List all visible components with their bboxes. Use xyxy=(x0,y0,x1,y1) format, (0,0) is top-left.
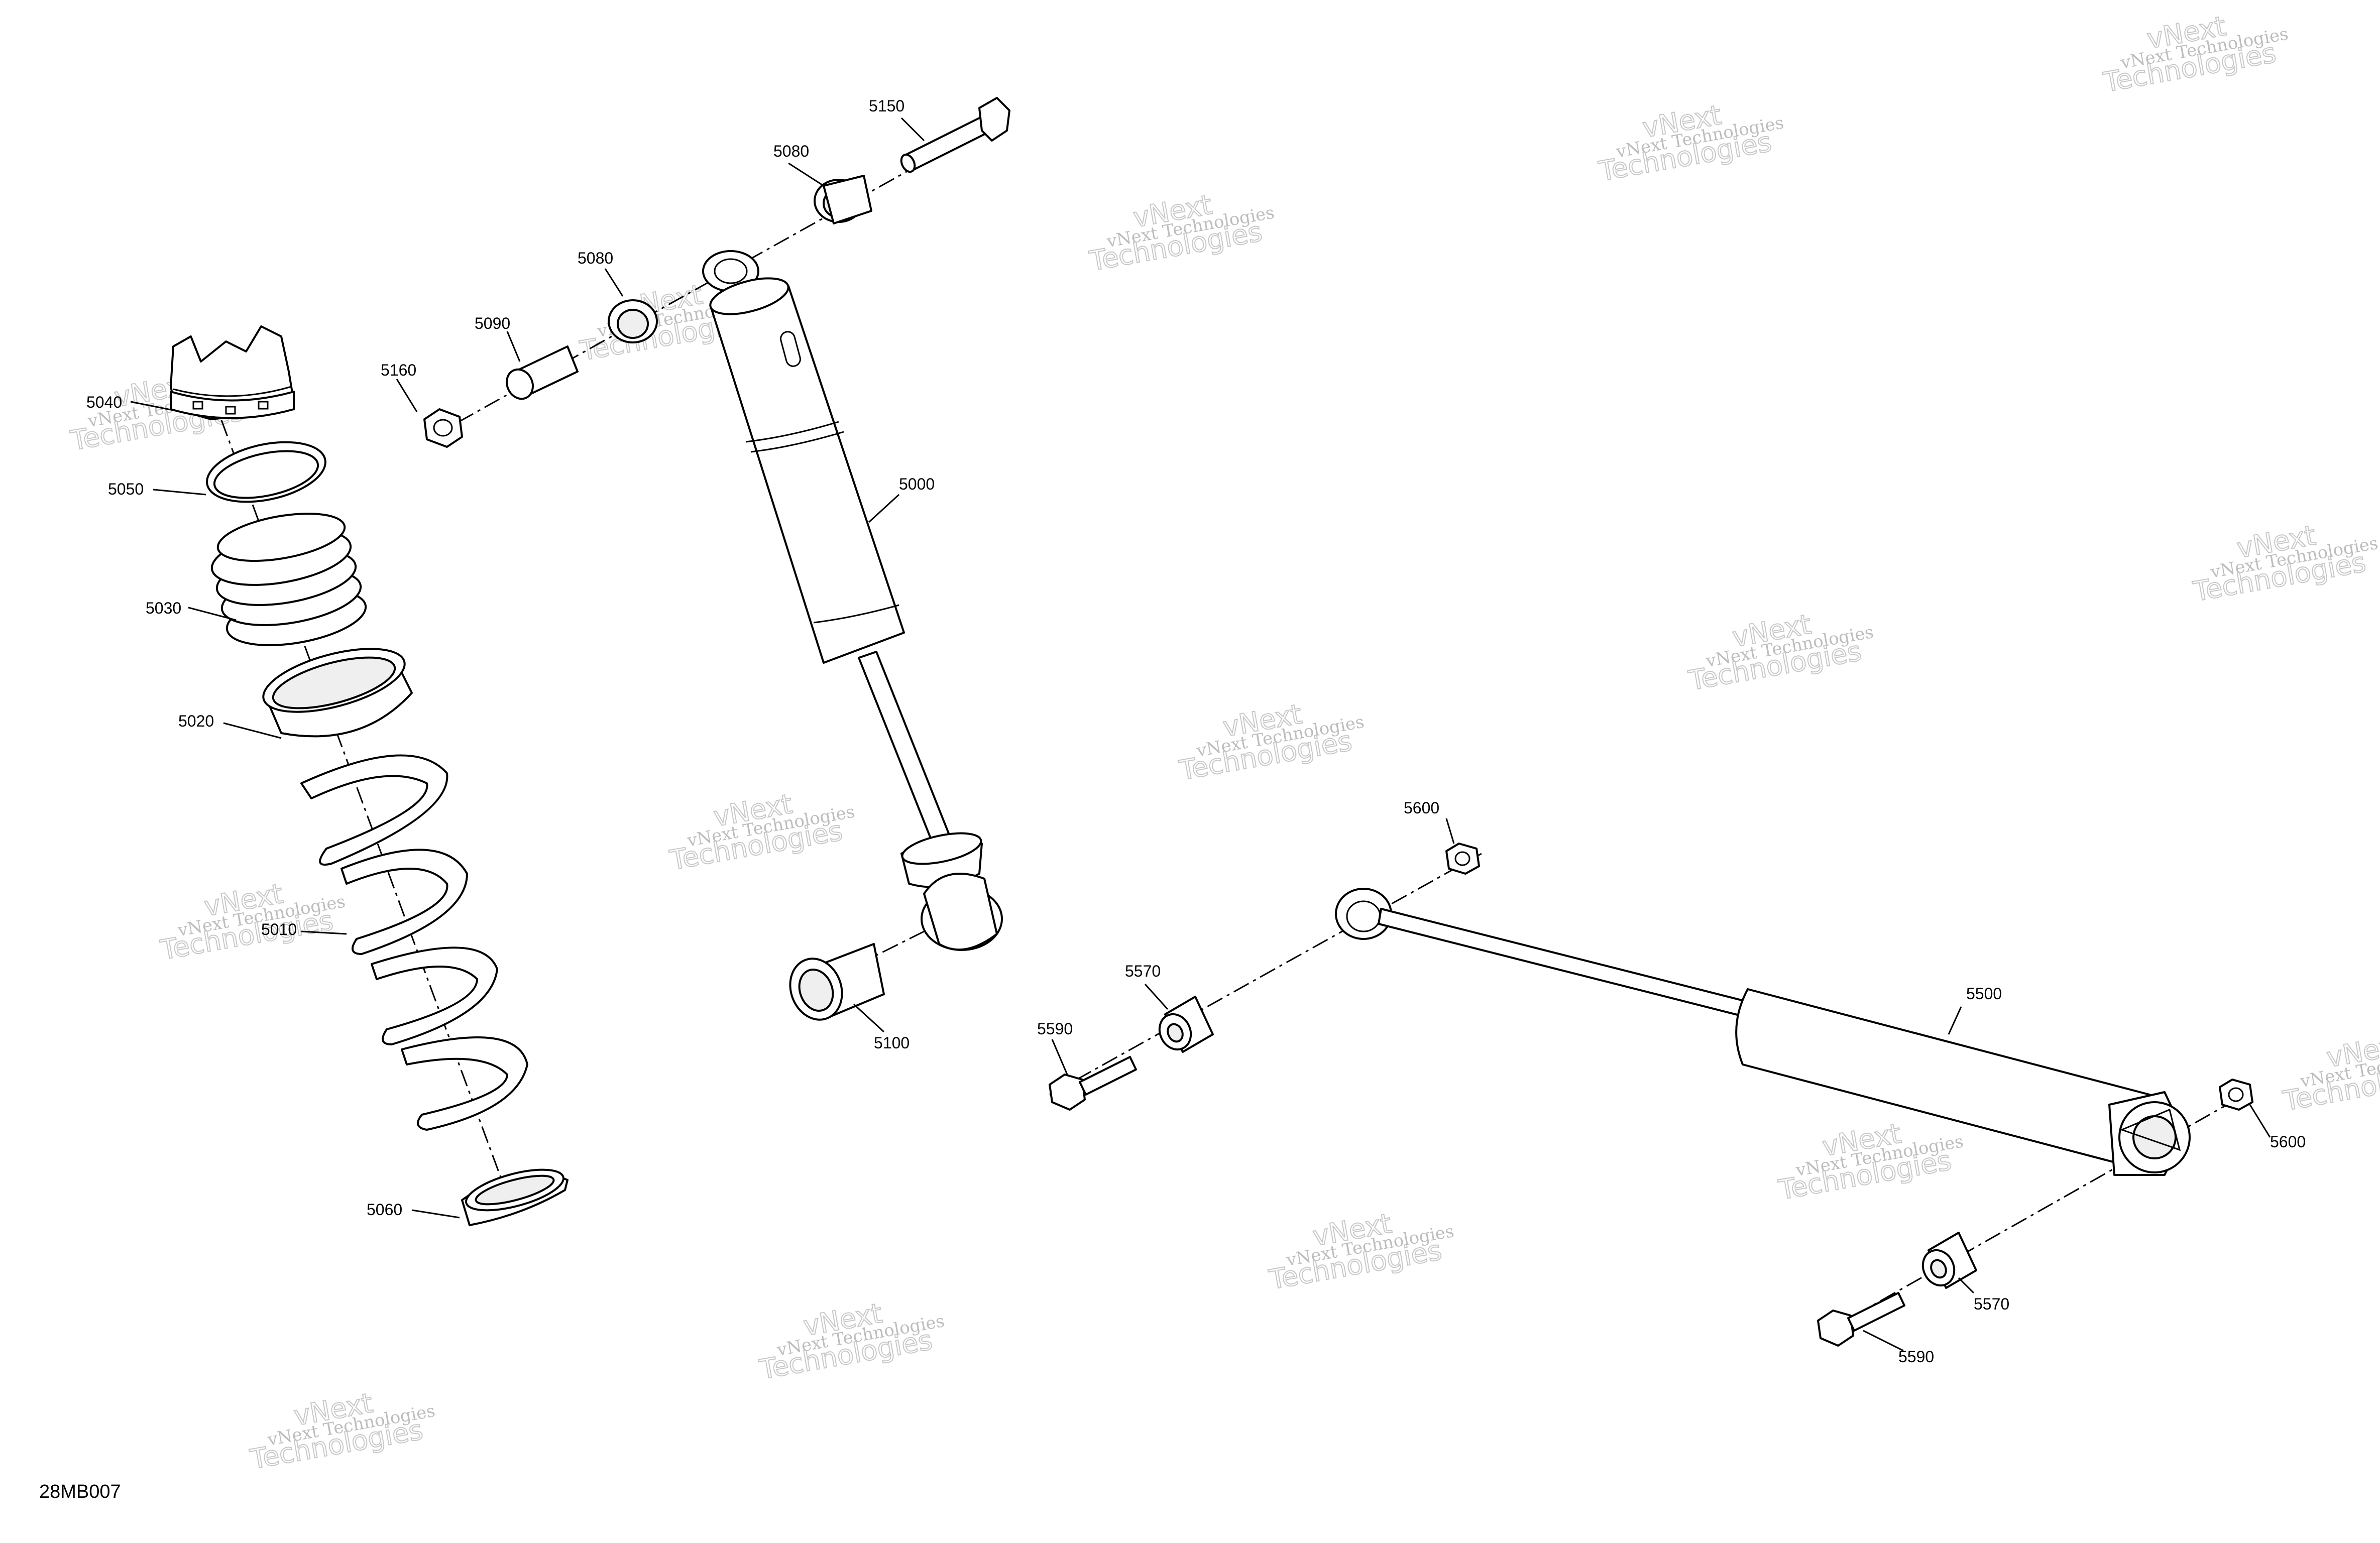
callout-5600-lower: 5600 xyxy=(2270,1133,2306,1151)
spring-retainer-5040 xyxy=(170,325,295,420)
bolt-5150 xyxy=(900,97,1010,173)
callout-5040: 5040 xyxy=(86,393,122,411)
main-spring-5010 xyxy=(300,754,528,1131)
callout-5600-upper: 5600 xyxy=(1404,799,1439,817)
spring-seat-5020 xyxy=(262,648,413,738)
callout-5500: 5500 xyxy=(1966,985,2002,1003)
spring-washer-5050 xyxy=(206,441,326,503)
shock-absorber-5000 xyxy=(702,250,1003,951)
callout-labels: 5000 5010 5020 5030 5040 5050 5060 5080 … xyxy=(86,97,2306,1366)
watermark: vNext Technologies vNext Technologies xyxy=(2190,519,2379,608)
watermark: vNext Technologies vNext Technologies xyxy=(157,877,347,967)
callout-5020: 5020 xyxy=(178,712,214,730)
callout-5150: 5150 xyxy=(869,97,904,115)
watermark: vNext Technologies vNext Technologies xyxy=(667,787,856,877)
nut-5600-upper xyxy=(1445,843,1480,875)
steering-damper-5500 xyxy=(1335,888,2191,1176)
drawing-id: 28MB007 xyxy=(39,1481,121,1502)
watermark: vNext Technologies vNext Technologies xyxy=(2100,10,2290,99)
spacer-5570-right xyxy=(1921,1232,1977,1289)
callout-5030: 5030 xyxy=(146,599,181,617)
nut-5600-lower xyxy=(2219,1079,2253,1111)
callout-5570-left: 5570 xyxy=(1125,962,1161,980)
watermark: vNext Technologies vNext Technologies xyxy=(757,1297,946,1386)
bolt-5590-left xyxy=(1049,1056,1137,1111)
helper-spring-5030 xyxy=(210,513,367,646)
callout-5080-upper: 5080 xyxy=(773,142,809,160)
callout-5060: 5060 xyxy=(367,1201,402,1219)
callout-5010: 5010 xyxy=(261,920,297,938)
steering-damper-left-axis xyxy=(1049,853,1482,1096)
watermark: vNext Technologies vNext Technologies xyxy=(247,1386,436,1476)
callout-5000: 5000 xyxy=(899,475,935,493)
spacer-5570-left xyxy=(1158,996,1214,1053)
lower-bushing-5100 xyxy=(789,943,885,1021)
watermark: vNext Technologies vNext Technologies xyxy=(1596,98,1785,188)
spring-stack-axis xyxy=(210,391,508,1196)
callout-5100: 5100 xyxy=(874,1034,910,1052)
watermark: vNext Technologies vNext Technologies xyxy=(1176,697,1366,787)
watermark: vNext Technologies vNext Technologies xyxy=(1775,1117,1965,1207)
bushing-5080-lower xyxy=(608,299,658,343)
bushing-5080-upper xyxy=(814,175,872,224)
callout-5090: 5090 xyxy=(475,314,510,332)
callout-5590-right: 5590 xyxy=(1898,1348,1934,1366)
callout-5590-left: 5590 xyxy=(1037,1020,1073,1038)
bolt-5590-right xyxy=(1817,1292,1905,1347)
watermark: vNext Technologies vNext Technologies xyxy=(1266,1207,1455,1296)
callout-5160: 5160 xyxy=(381,361,416,379)
nut-5160 xyxy=(423,408,463,448)
bump-stop-5060 xyxy=(461,1168,569,1226)
watermark-layer: vNext Technologies vNext Technologies vN… xyxy=(68,10,2380,1476)
callout-5080-lower: 5080 xyxy=(578,249,613,267)
watermark: vNext Technologies vNext Technologies xyxy=(1685,608,1875,697)
watermark: vNext Technologies vNext Technologies xyxy=(2280,1028,2380,1118)
callout-5570-right: 5570 xyxy=(1974,1295,2009,1313)
spacer-5090 xyxy=(506,345,579,400)
leader-lines xyxy=(130,117,2271,1352)
watermark: vNext Technologies vNext Technologies xyxy=(1086,188,1276,278)
callout-5050: 5050 xyxy=(108,480,144,498)
